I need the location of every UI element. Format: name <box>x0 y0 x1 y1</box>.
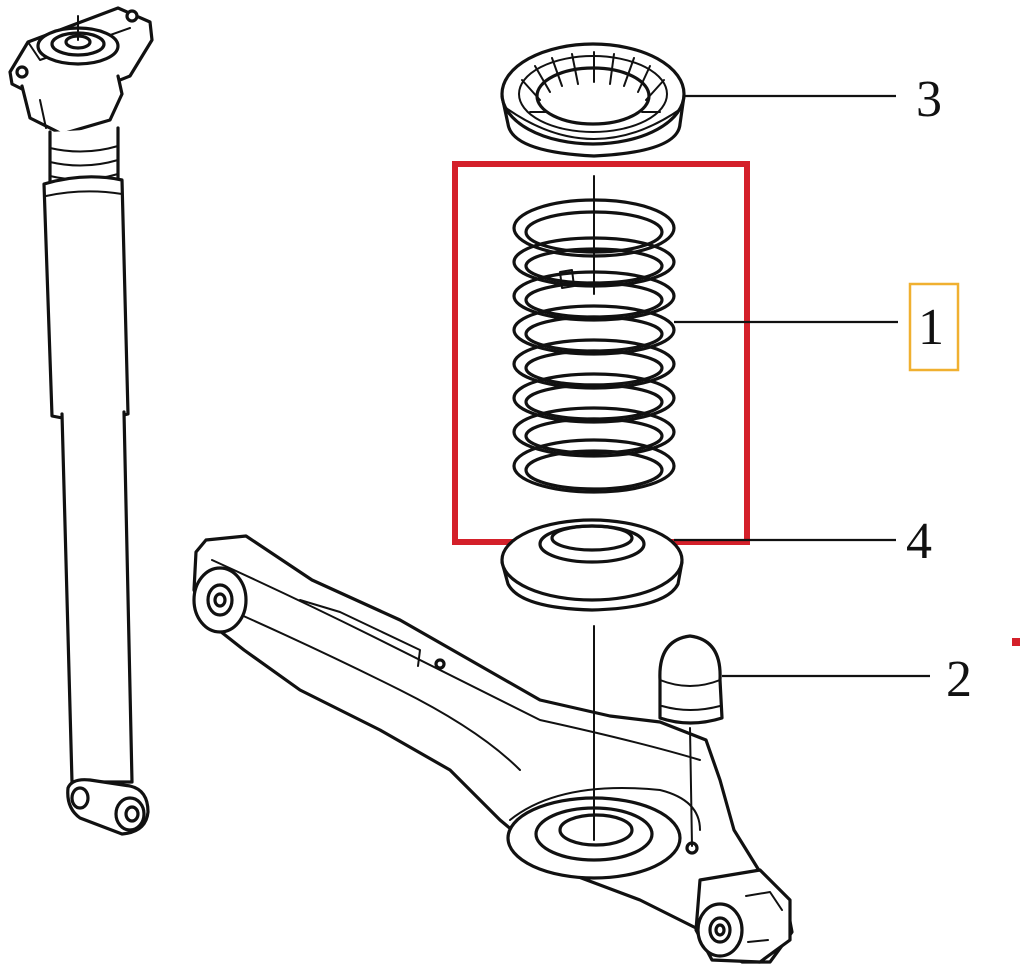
callout-label-1: 1 <box>918 299 944 356</box>
part-1-label-frame <box>908 282 960 372</box>
callout-label-2: 2 <box>946 651 972 708</box>
callout-label-3: 3 <box>916 71 942 128</box>
upper-spring-seat <box>500 42 686 158</box>
trailing-arm <box>192 534 794 964</box>
lower-spring-seat <box>500 518 684 612</box>
bump-stop <box>658 634 724 847</box>
coil-spring <box>512 175 676 494</box>
shock-absorber <box>8 6 154 836</box>
red-marker-dot <box>1012 638 1020 646</box>
callout-label-4: 4 <box>906 513 932 570</box>
